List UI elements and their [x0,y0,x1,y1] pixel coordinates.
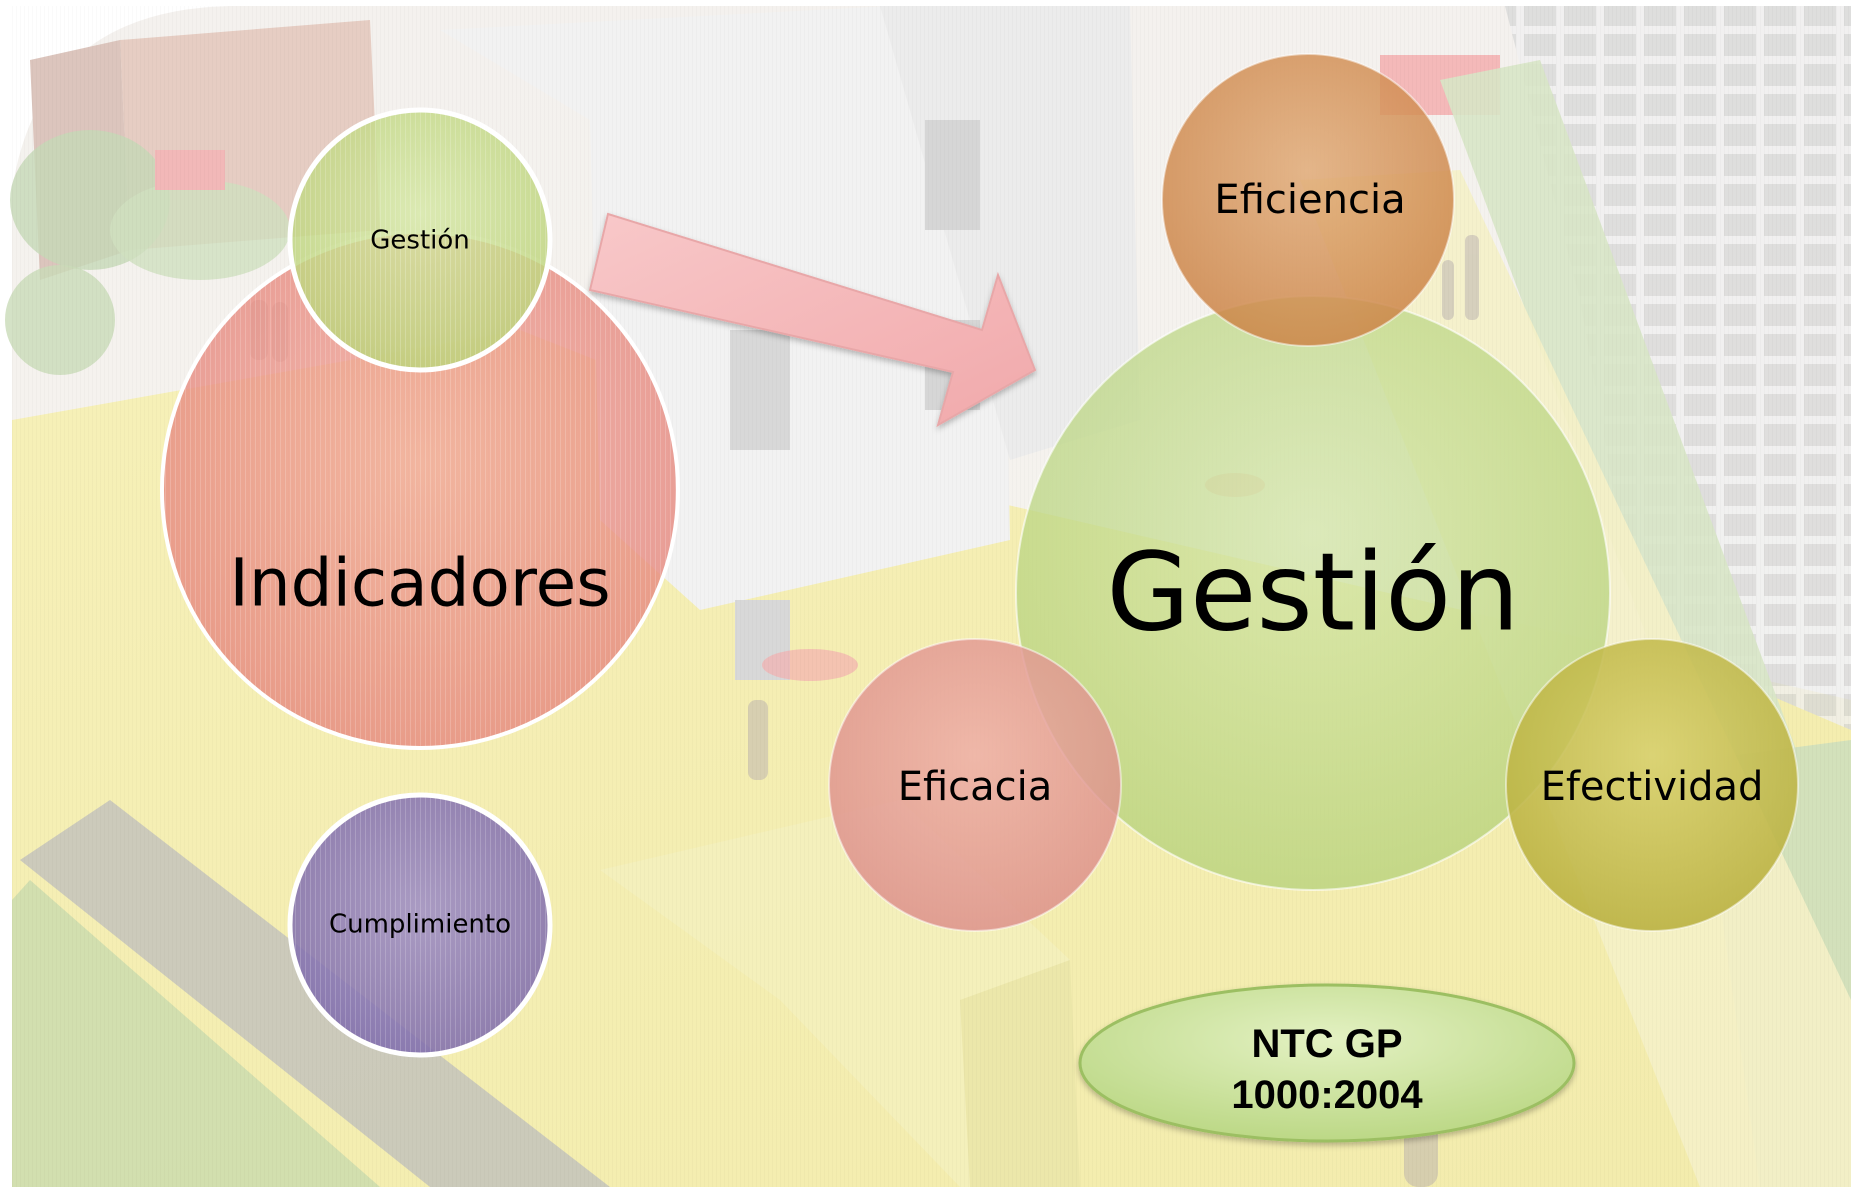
standard-line2: 1000:2004 [1231,1073,1423,1117]
standard-line1: NTC GP [1251,1022,1403,1066]
gestion-small-label: Gestión [370,225,470,256]
left-cluster [160,107,680,1058]
right-arrow-shape [588,212,1037,428]
right-cluster [828,53,1799,932]
efectividad-label: Efectividad [1540,764,1764,810]
eficacia-circle [828,638,1122,932]
standard-oval [1078,983,1576,1143]
eficiencia-circle [1161,53,1455,347]
eficacia-label: Eficacia [897,764,1053,810]
gestion-big-label: Gestión [1106,530,1520,656]
efectividad-circle [1505,638,1799,932]
indicadores-label: Indicadores [229,544,611,622]
cumplimiento-label: Cumplimiento [328,909,512,940]
eficiencia-label: Eficiencia [1214,177,1406,223]
